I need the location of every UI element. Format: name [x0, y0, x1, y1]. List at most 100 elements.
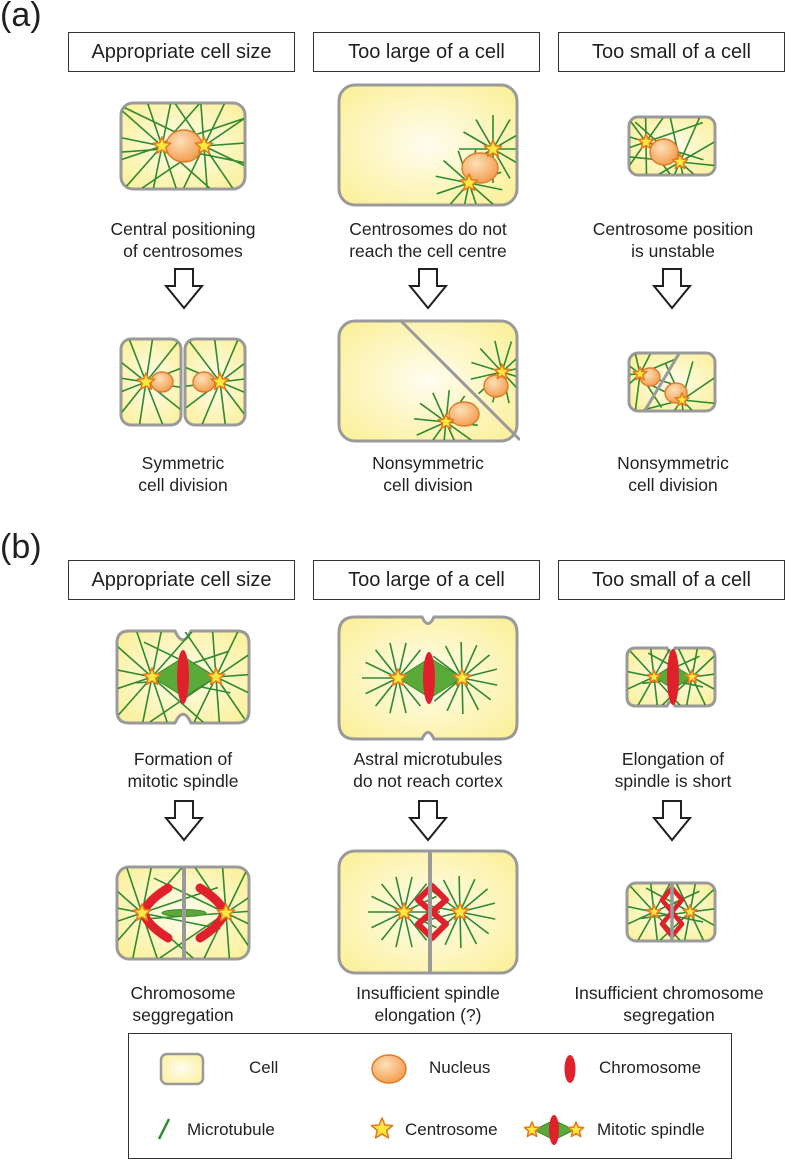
centrosome-icon — [437, 413, 455, 430]
microtubule — [118, 676, 153, 704]
microtubule — [655, 161, 681, 174]
cell-contents — [368, 875, 496, 949]
legend-label-centrosome: Centrosome — [405, 1120, 498, 1139]
header-a-too-large: Too large of a cell — [313, 32, 540, 72]
centrosome-icon — [483, 139, 503, 158]
microtubule — [691, 649, 703, 678]
header-a-too-small: Too small of a cell — [558, 32, 785, 72]
centrosome-icon — [450, 902, 470, 921]
chromosome — [564, 1055, 576, 1083]
microtubule — [118, 896, 143, 914]
arrow-down-icon — [164, 800, 204, 842]
cell-contents — [630, 354, 714, 410]
caption-a-appropriate-top: Central positioning of centrosomes — [110, 219, 256, 261]
header-b-too-large: Too large of a cell — [313, 560, 540, 600]
microtubule — [645, 141, 648, 174]
microtubule — [647, 649, 655, 678]
microtubule — [679, 161, 714, 169]
microtubule — [479, 347, 503, 373]
microtubule — [219, 340, 244, 383]
microtubule — [122, 370, 147, 383]
header-a-appropriate: Appropriate cell size — [68, 32, 295, 72]
cell-a-small-division — [627, 351, 717, 413]
microtubule — [459, 911, 496, 920]
microtubule — [132, 104, 163, 147]
microtubule — [689, 904, 714, 913]
microtubule-group — [136, 632, 248, 722]
microtubule — [134, 381, 147, 424]
microtubule — [151, 632, 169, 678]
microtubule — [135, 676, 153, 722]
microtubule — [653, 911, 661, 940]
microtubule — [461, 677, 464, 715]
microtubule — [225, 912, 233, 958]
microtubule — [501, 371, 516, 383]
centrosome-icon — [646, 669, 662, 684]
microtubule — [215, 676, 248, 722]
caption-a-appropriate-bottom: Symmetric cell division — [138, 453, 228, 495]
microtubule — [630, 141, 647, 163]
microtubule — [669, 649, 693, 678]
nucleus — [192, 371, 216, 393]
microtubule — [492, 119, 511, 150]
microtubule — [219, 381, 244, 410]
microtubule-group — [630, 118, 714, 174]
arrow-down-icon — [408, 268, 448, 310]
header-b-appropriate: Appropriate cell size — [68, 560, 295, 600]
centrosome-icon — [216, 903, 236, 922]
cell-b-chromosome-segregation — [115, 865, 251, 961]
centrosome-icon — [674, 392, 690, 407]
microtubule — [653, 649, 680, 678]
microtubule — [667, 884, 691, 913]
microtubule — [225, 906, 248, 914]
microtubule — [225, 868, 248, 914]
microtubule — [403, 883, 428, 913]
microtubule — [215, 676, 248, 713]
nucleus — [649, 138, 679, 166]
microtubule — [630, 118, 647, 143]
centrosome-icon — [567, 1121, 585, 1138]
microtubule — [203, 138, 244, 147]
cell-contents — [628, 884, 714, 940]
microtubule — [645, 118, 682, 143]
microtubule — [151, 676, 179, 722]
centrosome-icon — [682, 904, 698, 919]
microtubule — [122, 127, 163, 147]
cell-contents — [122, 340, 180, 424]
centrosome-icon — [684, 669, 700, 684]
microtubule — [225, 912, 248, 949]
microtubule — [209, 632, 217, 678]
microtubule — [653, 676, 661, 705]
caption-b-appropriate-bottom: Chromosome seggregation — [130, 983, 236, 1025]
chromosome — [423, 652, 435, 704]
caption-a-too-large-top: Centrosomes do not reach the cell centre — [349, 219, 507, 261]
microtubule — [442, 879, 461, 913]
microtubule — [691, 676, 714, 702]
microtubule — [118, 632, 153, 678]
microtubule — [630, 373, 641, 402]
microtubule — [640, 911, 691, 920]
microtubule — [630, 141, 647, 174]
microtubule — [365, 677, 399, 695]
legend-label-cell: Cell — [249, 1058, 279, 1077]
centrosome-icon — [152, 136, 172, 155]
cell-contents — [122, 104, 244, 188]
microtubule — [122, 145, 163, 188]
nucleus — [448, 401, 480, 427]
microtubule — [679, 161, 714, 174]
centrosome-icon — [370, 1117, 394, 1139]
centrosome-icon — [523, 1121, 541, 1138]
legend-label-nucleus: Nucleus — [429, 1058, 491, 1077]
microtubule — [225, 868, 248, 914]
microtubule — [461, 677, 498, 686]
microtubule — [170, 632, 217, 678]
caption-b-too-large-top: Astral microtubules do not reach cortex — [353, 749, 503, 791]
microtubule — [219, 868, 227, 914]
microtubule — [436, 182, 470, 195]
microtubule — [122, 340, 147, 383]
microtubule — [203, 145, 244, 188]
cell-b-large-elongation — [337, 849, 519, 975]
microtubule — [215, 676, 223, 722]
cell-body — [159, 1052, 205, 1086]
centrosome-icon — [646, 904, 662, 919]
